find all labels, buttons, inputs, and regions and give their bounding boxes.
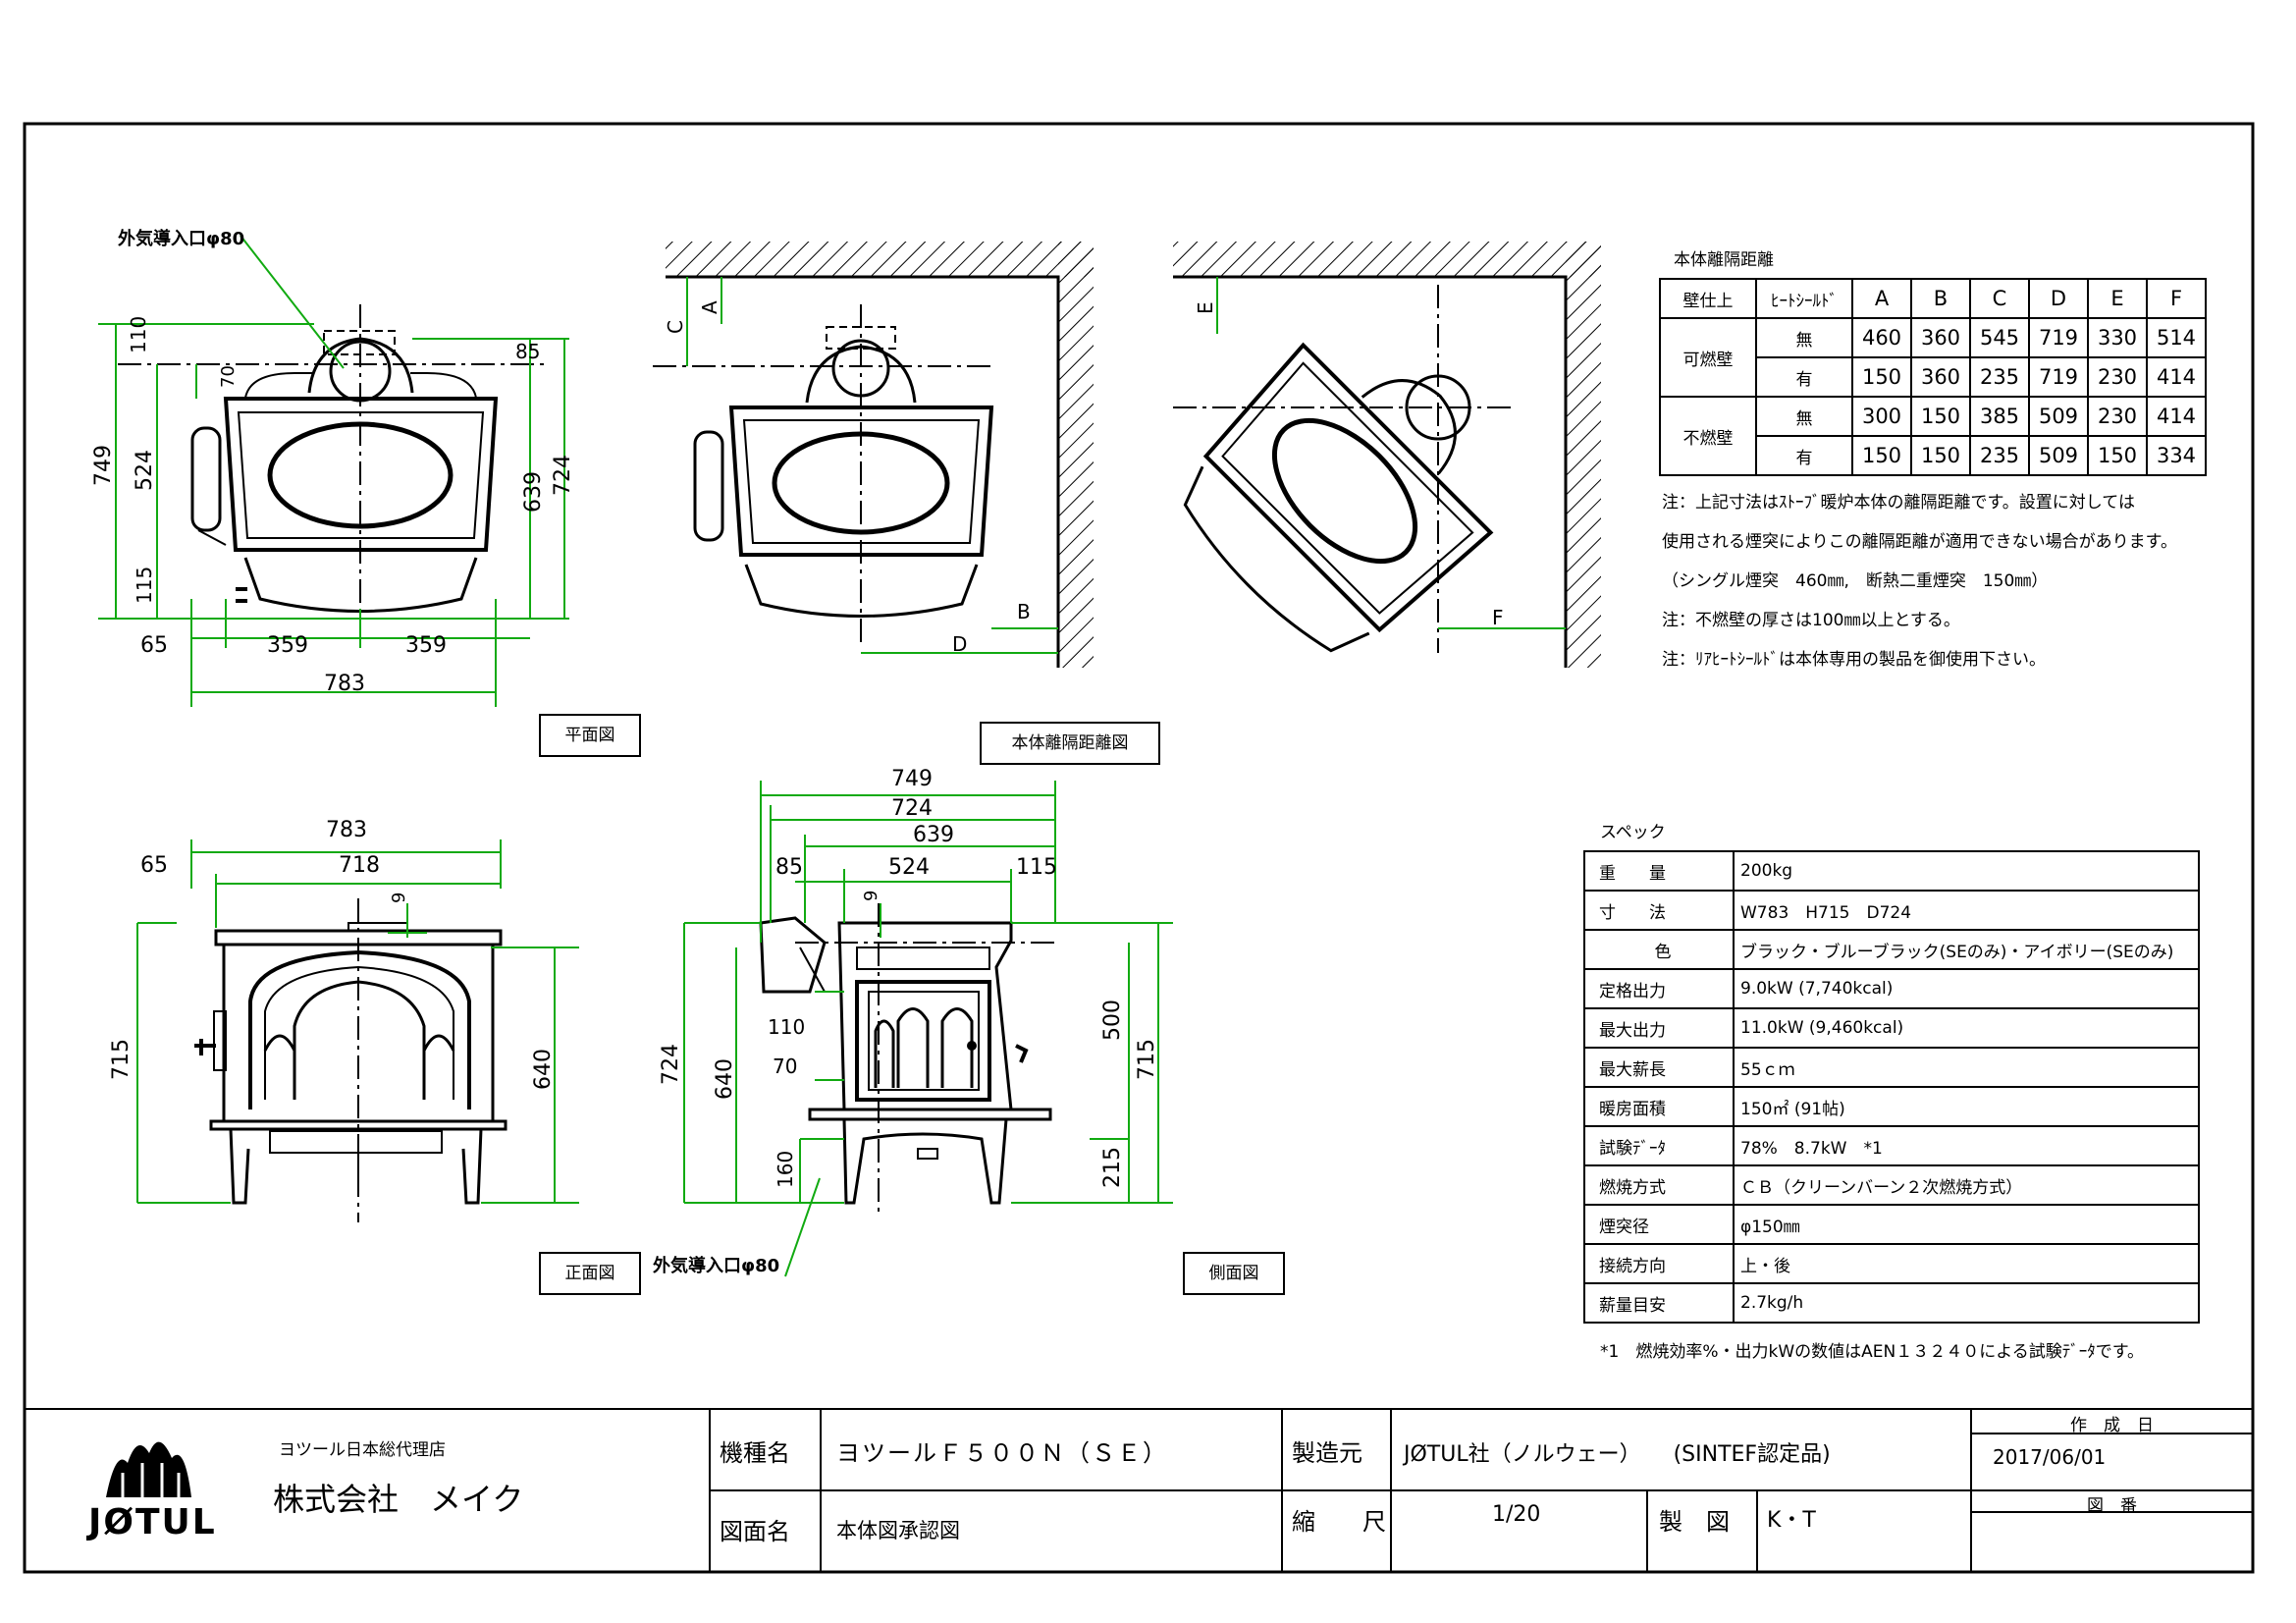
plan-air-inlet-label: 外気導入口φ80 (118, 228, 244, 249)
side-dim-639: 639 (913, 823, 954, 847)
clearance-view-corner: E F (1173, 242, 1601, 668)
front-dim-9: 9 (389, 893, 409, 903)
side-dim-715: 715 (1135, 1039, 1159, 1080)
plan-dim-724: 724 (551, 455, 575, 496)
title-block-grid (25, 1408, 2253, 1572)
front-dim-65: 65 (140, 853, 168, 878)
plan-dim-115: 115 (133, 567, 156, 604)
side-dim-115: 115 (1016, 855, 1057, 880)
side-dim-85: 85 (775, 855, 803, 880)
plan-dim-639: 639 (521, 471, 546, 513)
plan-dim-524: 524 (133, 450, 157, 491)
side-dim-215: 215 (1100, 1147, 1125, 1188)
plan-dim-70: 70 (218, 365, 239, 388)
side-dim-724v: 724 (659, 1044, 683, 1085)
side-dim-160: 160 (774, 1151, 797, 1188)
side-air-inlet-label: 外気導入口φ80 (653, 1255, 779, 1276)
plan-dim-359b: 359 (405, 633, 447, 658)
plan-dim-783: 783 (324, 672, 365, 696)
side-view: 749 724 639 85 524 115 9 110 70 724 640 … (653, 767, 1173, 1277)
clearance-letter-F: F (1492, 606, 1504, 629)
side-dim-500: 500 (1100, 1000, 1125, 1041)
clearance-letter-E: E (1194, 301, 1217, 314)
side-dim-640: 640 (713, 1058, 737, 1100)
clearance-letter-C: C (664, 320, 687, 334)
plan-view: 外気導入口φ80 110 85 70 749 524 115 639 724 6… (91, 228, 575, 707)
plan-dim-85: 85 (515, 340, 540, 363)
plan-dim-110: 110 (127, 316, 150, 353)
front-view: 783 65 718 9 715 640 (109, 818, 579, 1222)
side-dim-70: 70 (773, 1055, 797, 1078)
clearance-letter-B: B (1017, 600, 1031, 623)
side-dim-524: 524 (888, 855, 930, 880)
clearance-letter-D: D (952, 632, 967, 656)
plan-dim-749: 749 (91, 445, 116, 486)
side-dim-724: 724 (891, 796, 933, 821)
plan-dim-65: 65 (140, 633, 168, 658)
clearance-view-straight: C A B D (653, 242, 1094, 668)
jotul-logo-icon (106, 1441, 191, 1497)
plan-dim-359a: 359 (267, 633, 308, 658)
side-dim-749: 749 (891, 767, 933, 791)
front-dim-783: 783 (326, 818, 367, 842)
side-dim-9: 9 (861, 891, 881, 901)
sheet-border (23, 122, 2255, 1574)
front-dim-718: 718 (339, 853, 380, 878)
front-dim-640: 640 (531, 1049, 556, 1090)
clearance-letter-A: A (698, 300, 721, 314)
side-dim-110: 110 (768, 1015, 805, 1039)
front-dim-715: 715 (109, 1039, 133, 1080)
